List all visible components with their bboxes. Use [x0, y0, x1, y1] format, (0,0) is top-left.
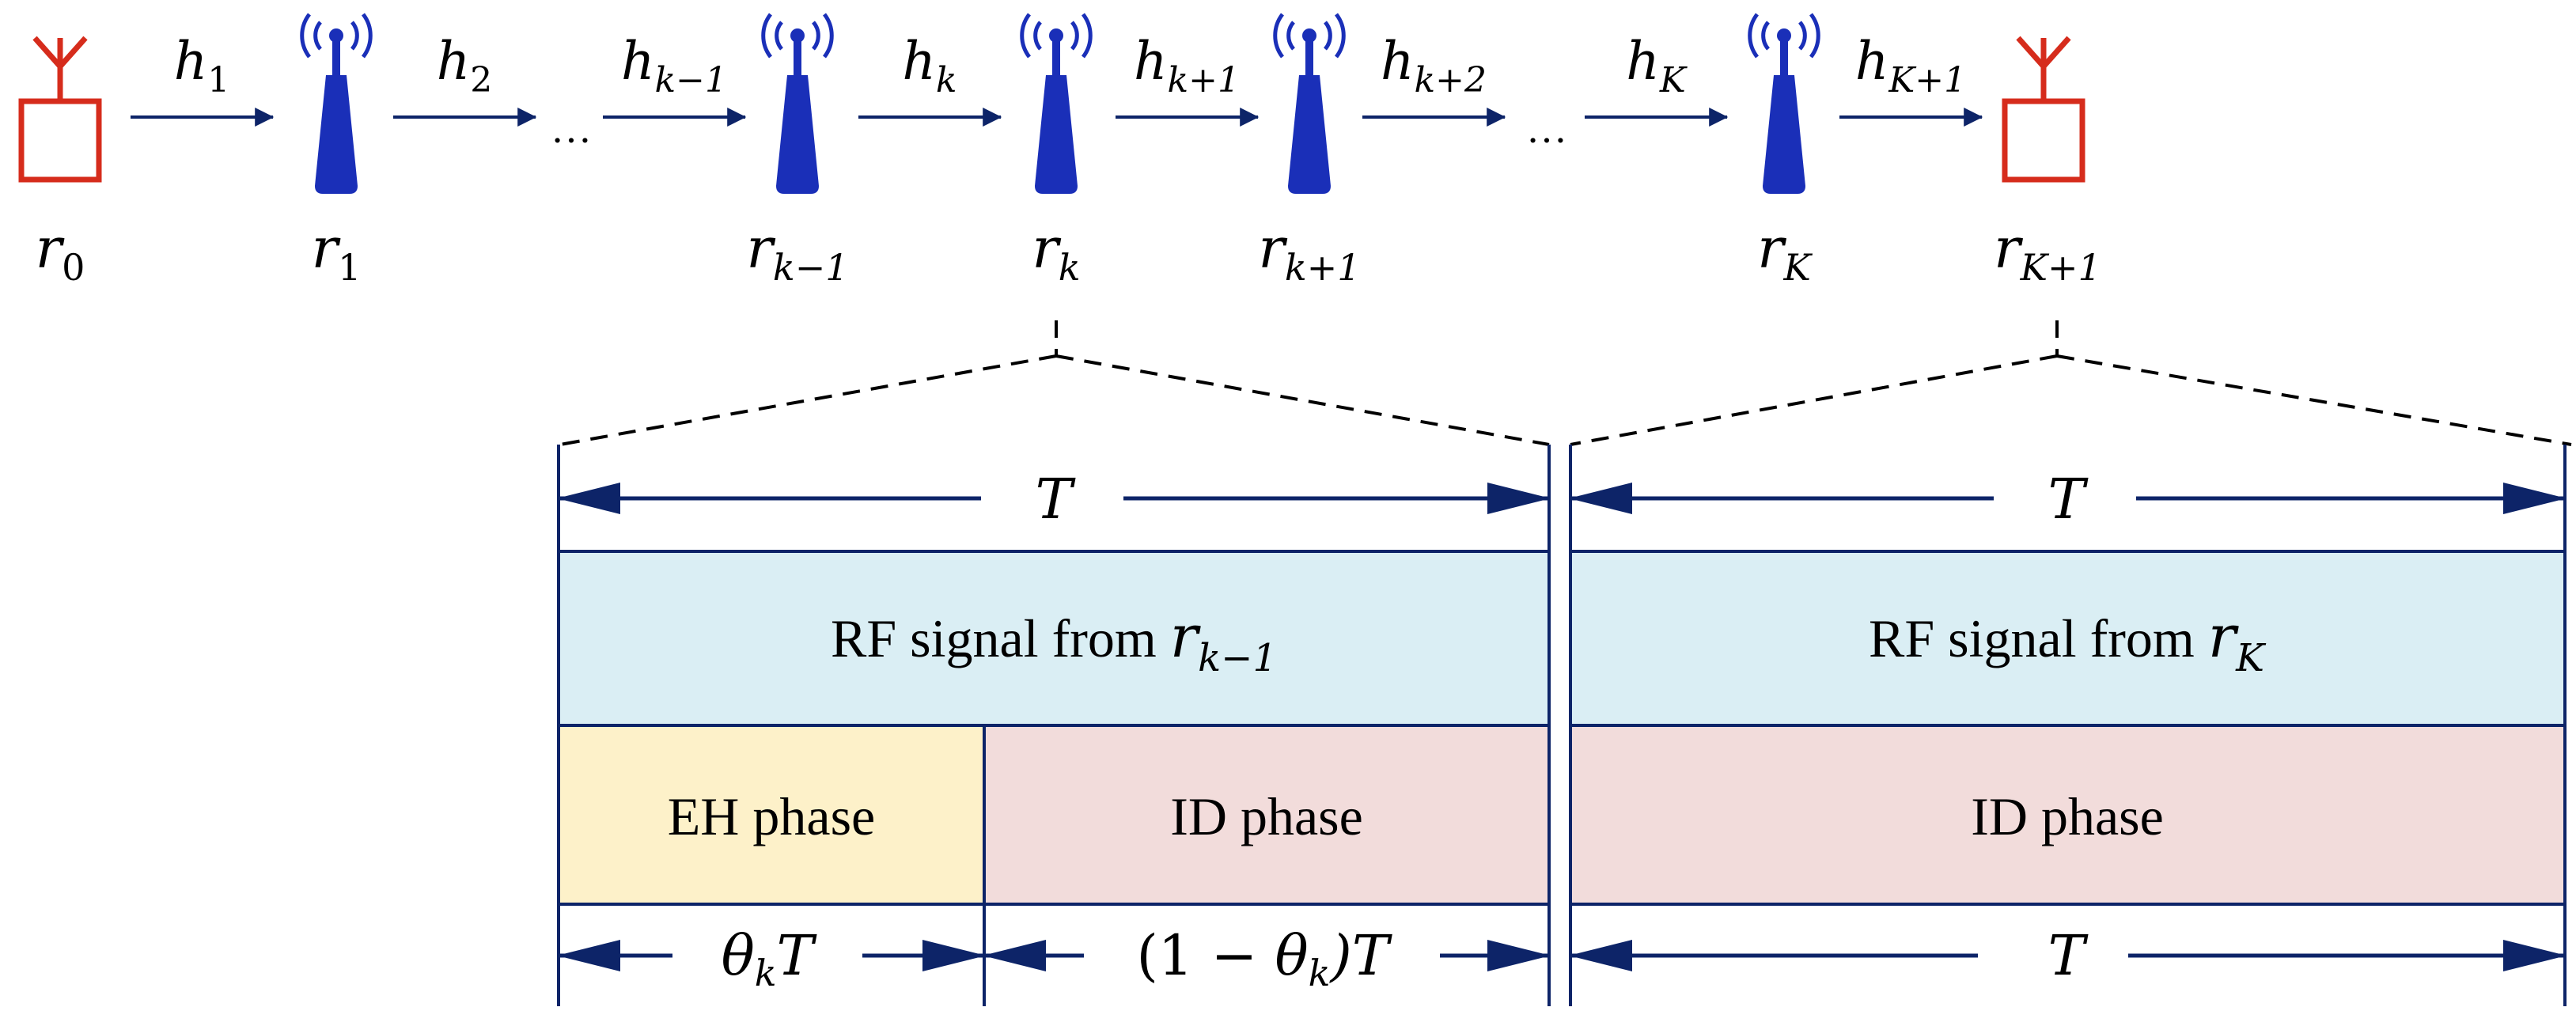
frame-duration-label: T	[1036, 467, 1076, 532]
frame-duration-label: T	[2048, 467, 2089, 532]
frame-boundaries	[557, 445, 2567, 1006]
relay-tower-icon	[1748, 13, 1820, 194]
channel-label: hK+1	[1855, 31, 1966, 100]
id-phase-label-left: ID phase	[1170, 786, 1363, 846]
eh-phase-label: EH phase	[668, 786, 875, 846]
chain-ellipsis: …	[551, 107, 592, 152]
channel-label: hk	[902, 31, 957, 100]
node-label: rK+1	[1994, 216, 2101, 289]
id-phase-label-right: ID phase	[1971, 786, 2164, 846]
relay-tower-icon	[1273, 13, 1346, 194]
relay-tower-icon	[1020, 13, 1093, 194]
channel-label: hk+2	[1381, 31, 1487, 100]
eh-phase-block	[557, 724, 986, 906]
id-phase-block-left	[983, 724, 1551, 906]
id-duration-label-left: (1 − θk)T	[1136, 923, 1392, 994]
antenna-box-icon	[18, 36, 102, 183]
node-label: r1	[312, 216, 362, 289]
eh-duration-label: θkT	[722, 923, 817, 994]
channel-label: hk+1	[1134, 31, 1240, 100]
rf-signal-block-left	[557, 550, 1551, 727]
id-duration-label-right: T	[2048, 923, 2089, 988]
node-label: rk+1	[1258, 216, 1360, 289]
chain-ellipsis: …	[1526, 107, 1567, 152]
rf-signal-label-right: RF signal from rK	[1869, 603, 2267, 680]
node-label: r0	[36, 216, 85, 289]
antenna-box-icon	[2002, 36, 2085, 183]
relay-tower-icon	[761, 13, 834, 194]
node-label: rk	[1032, 216, 1080, 289]
channel-label: hK	[1626, 31, 1688, 100]
node-label: rK	[1757, 216, 1813, 289]
zoom-lines	[559, 320, 2572, 446]
node-label: rk−1	[746, 216, 848, 289]
channel-label: hk−1	[621, 31, 727, 100]
channel-label: h2	[437, 31, 493, 100]
relay-tower-icon	[300, 13, 373, 194]
channel-label: h1	[174, 31, 230, 100]
rf-signal-label-left: RF signal from rk−1	[831, 603, 1277, 680]
